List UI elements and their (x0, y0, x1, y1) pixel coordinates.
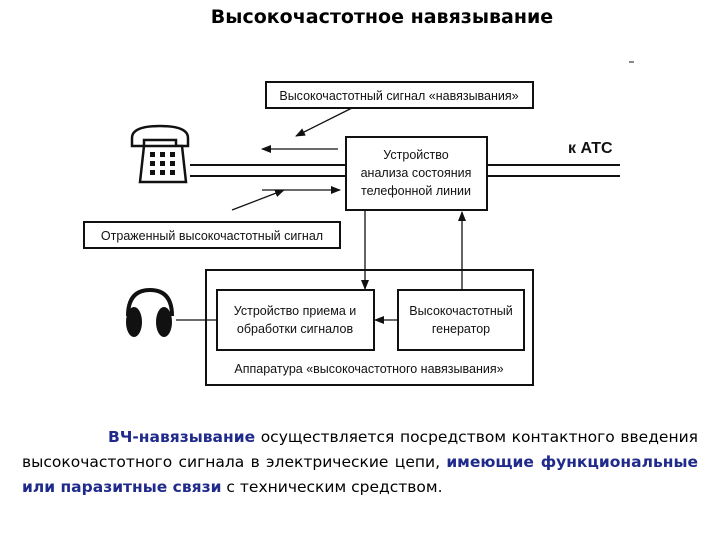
headphones-icon (126, 287, 174, 337)
telephone-icon (130, 124, 190, 184)
hf-imposition-diagram: Высокочастотный сигнал «навязывания» Уст… (83, 61, 634, 386)
caption-lead: ВЧ-навязывание (108, 428, 256, 446)
analyzer-label-1: Устройство (383, 148, 448, 162)
caption-emphasis: имеющие функциональные или паразитные св… (22, 453, 698, 496)
analyzer-box (345, 136, 488, 211)
hf-signal-diag-arrow (295, 107, 353, 137)
reflected-box (83, 221, 341, 249)
receiver-label-2: обработки сигналов (237, 322, 354, 336)
reflected-diag-arrow (231, 189, 285, 211)
caption-text-1: осуществляется посредством контактного в… (22, 428, 698, 471)
page-title: Высокочастотное навязывание (210, 6, 554, 28)
generator-label-2: генератор (432, 322, 490, 336)
analyzer-label-2: анализа состояния (361, 166, 472, 180)
reflected-label: Отраженный высокочастотный сигнал (101, 229, 323, 243)
ats-label: к АТС (568, 140, 613, 157)
generator-box (397, 289, 525, 351)
generator-label-1: Высокочастотный (409, 304, 513, 318)
caption-text-2: с техническим средством. (221, 478, 443, 496)
caption-paragraph: ВЧ-навязывание осуществляется посредство… (22, 425, 698, 500)
hf-signal-label: Высокочастотный сигнал «навязывания» (279, 89, 518, 103)
hf-signal-box (265, 81, 534, 109)
analyzer-label-3: телефонной линии (361, 184, 471, 198)
receiver-label-1: Устройство приема и (234, 304, 357, 318)
receiver-box (216, 289, 375, 351)
apparatus-label: Аппаратура «высокочастотного навязывания… (234, 362, 503, 376)
